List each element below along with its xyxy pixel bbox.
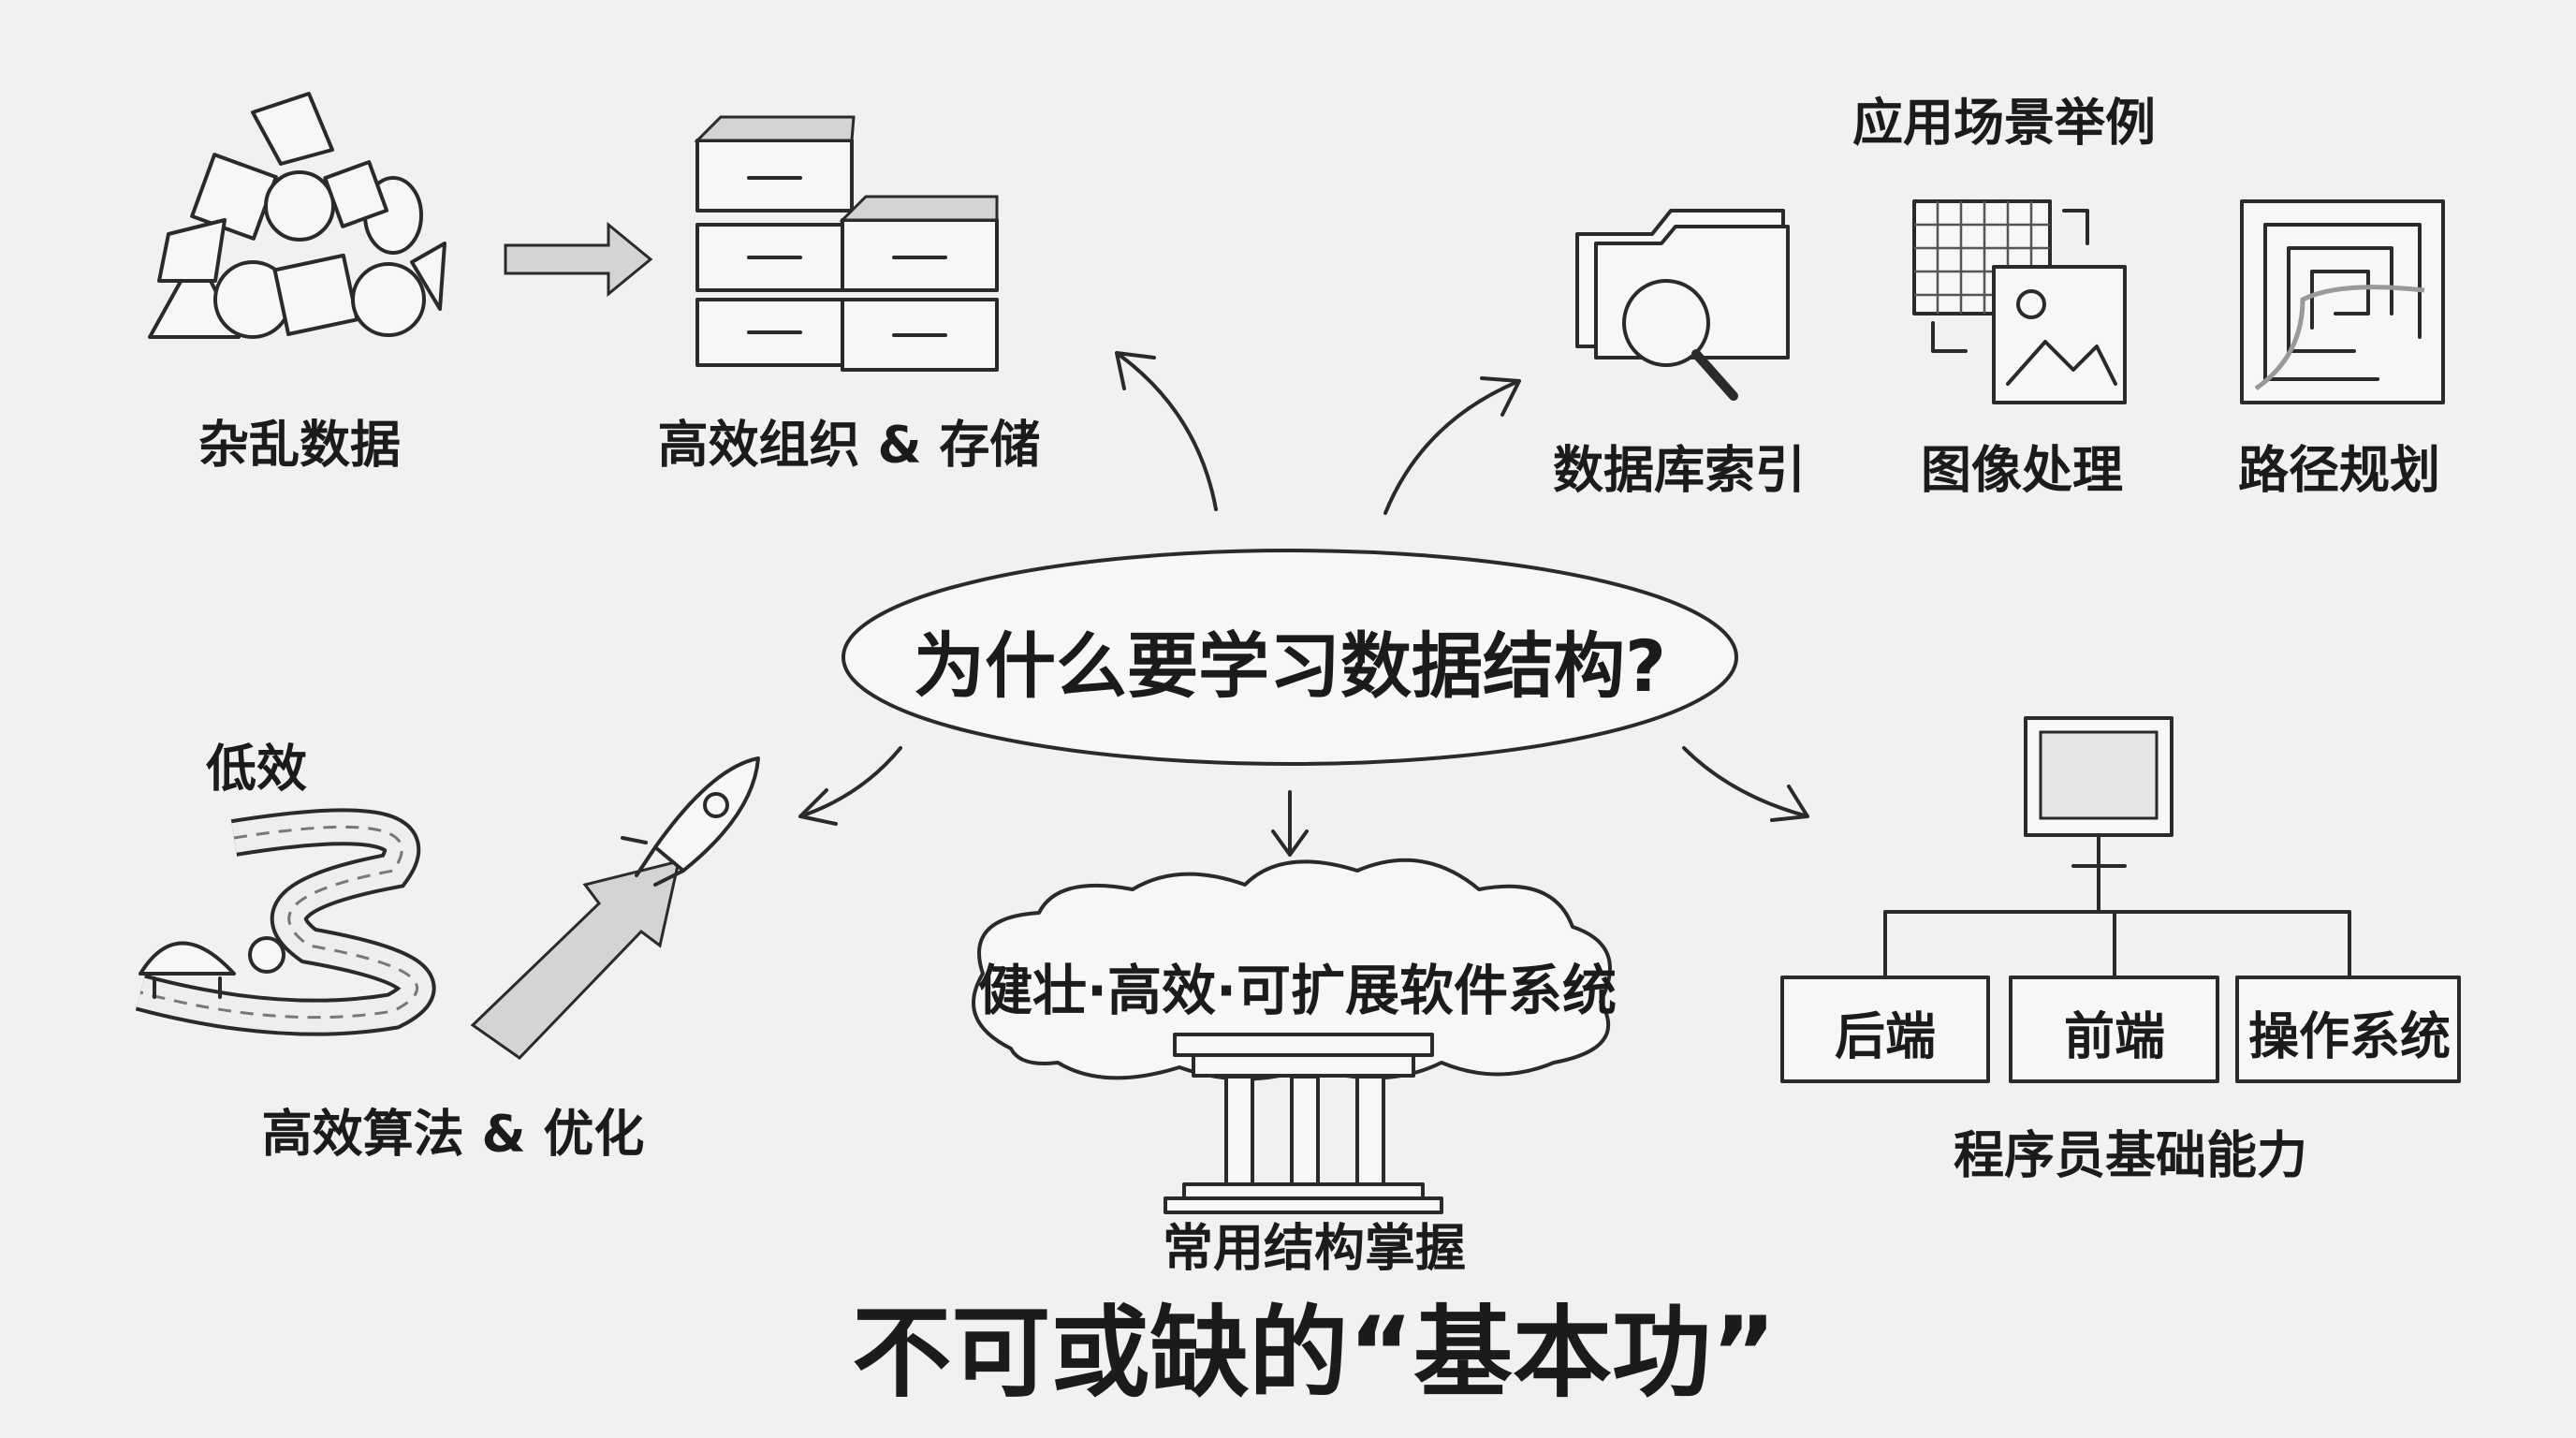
algorithms-label: 高效算法 & 优化 <box>261 1104 645 1164</box>
storage-drawers-icon <box>694 115 999 372</box>
box-os: 操作系统 <box>2248 1006 2451 1066</box>
org-tree-lines <box>1883 867 2351 979</box>
application-database-index: 数据库索引 <box>1553 440 1806 500</box>
slow-road-turtle-icon <box>135 808 436 1036</box>
image-grid-icon <box>1912 199 2127 404</box>
computer-monitor-icon <box>2024 716 2174 868</box>
pillar-label: 常用结构掌握 <box>1163 1218 1466 1278</box>
slow-label: 低效 <box>206 739 307 799</box>
conclusion-title: 不可或缺的“基本功” <box>852 1296 1777 1411</box>
arrow-right-icon <box>504 221 653 298</box>
rocket-arrow-icon <box>470 756 760 1060</box>
folder-search-icon <box>1575 209 1790 401</box>
connector-arrows <box>798 351 1809 857</box>
application-image-processing: 图像处理 <box>1921 440 2123 500</box>
module-boxes <box>1780 976 2461 1083</box>
box-frontend: 前端 <box>2064 1006 2165 1066</box>
pillars-icon <box>1164 1033 1443 1214</box>
central-ellipse <box>842 549 1738 766</box>
central-question: 为什么要学习数据结构? <box>913 624 1667 708</box>
organized-storage-label: 高效组织 & 存储 <box>657 415 1041 475</box>
maze-icon <box>2240 199 2445 404</box>
cloud-text: 健壮·高效·可扩展软件系统 <box>977 959 1617 1022</box>
programmer-skills-label: 程序员基础能力 <box>1954 1125 2307 1185</box>
box-backend: 后端 <box>1835 1006 1936 1066</box>
application-path-planning: 路径规划 <box>2238 440 2440 500</box>
applications-heading: 应用场景举例 <box>1852 93 2156 153</box>
messy-data-label: 杂乱数据 <box>198 415 401 475</box>
messy-data-pile-icon <box>148 92 446 339</box>
